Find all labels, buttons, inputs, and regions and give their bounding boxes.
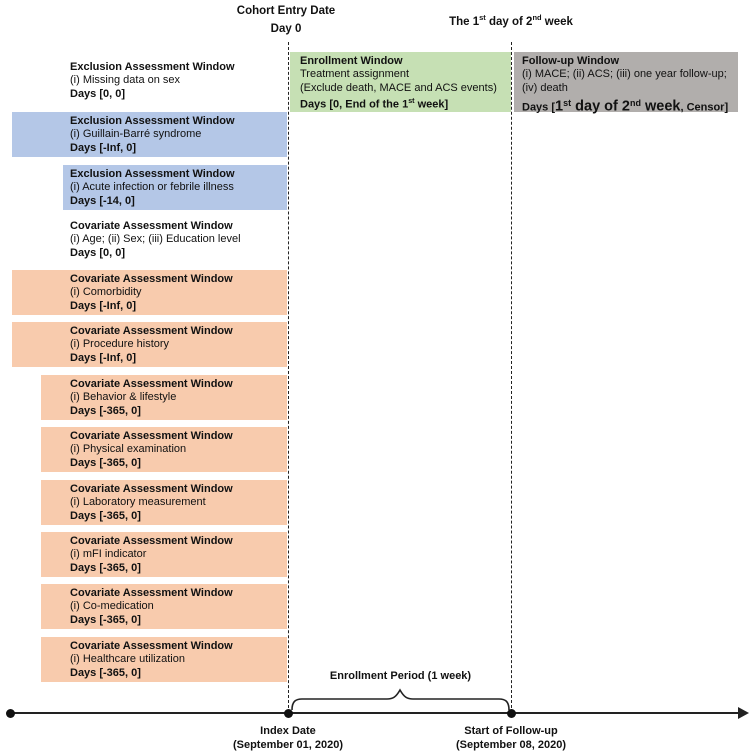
assessment-window-row: Covariate Assessment Window (i) Co-medic… bbox=[0, 584, 287, 629]
window-band bbox=[41, 480, 287, 525]
window-title: Covariate Assessment Window bbox=[70, 586, 233, 599]
window-item: (i) Physical examination bbox=[70, 443, 187, 456]
window-days: Days [-365, 0] bbox=[70, 405, 141, 418]
window-title: Exclusion Assessment Window bbox=[70, 114, 235, 127]
followup-window-line2: (i) MACE; (ii) ACS; (iii) one year follo… bbox=[522, 68, 727, 81]
enrollment-window-title: Enrollment Window bbox=[300, 54, 403, 67]
followup-window-line3: (iv) death bbox=[522, 81, 568, 94]
cohort-entry-date-label: Cohort Entry Date Day 0 bbox=[211, 2, 361, 38]
followup-window-days: Days [1st day of 2nd week, Censor] bbox=[522, 98, 729, 115]
window-item: (i) mFI indicator bbox=[70, 548, 147, 561]
cohort-entry-date-line1: Cohort Entry Date bbox=[236, 5, 336, 17]
index-date-dot bbox=[284, 708, 293, 718]
window-item: (i) Age; (ii) Sex; (iii) Education level bbox=[70, 233, 241, 246]
enrollment-period-label: Enrollment Period (1 week) bbox=[329, 670, 472, 682]
window-band bbox=[12, 112, 287, 157]
assessment-window-row: Covariate Assessment Window (i) Procedur… bbox=[0, 322, 287, 367]
window-band bbox=[63, 165, 287, 210]
enrollment-window-box: Enrollment Window Treatment assignment (… bbox=[290, 52, 511, 112]
window-days: Days [-365, 0] bbox=[70, 614, 141, 627]
window-band bbox=[41, 427, 287, 472]
assessment-window-row: Covariate Assessment Window (i) Comorbid… bbox=[0, 270, 287, 315]
window-days: Days [-14, 0] bbox=[70, 195, 135, 208]
window-band bbox=[41, 375, 287, 420]
assessment-window-row: Covariate Assessment Window (i) mFI indi… bbox=[0, 532, 287, 577]
window-title: Covariate Assessment Window bbox=[70, 639, 233, 652]
window-item: (i) Comorbidity bbox=[70, 286, 142, 299]
window-band bbox=[41, 637, 287, 682]
index-date-label: Index Date (September 01, 2020) bbox=[232, 725, 344, 751]
window-item: (i) Laboratory measurement bbox=[70, 496, 206, 509]
assessment-window-row: Covariate Assessment Window (i) Age; (ii… bbox=[0, 217, 287, 262]
window-band bbox=[41, 532, 287, 577]
enrollment-period-brace bbox=[291, 688, 510, 711]
assessment-window-row: Covariate Assessment Window (i) Behavior… bbox=[0, 375, 287, 420]
window-item: (i) Guillain-Barré syndrome bbox=[70, 128, 202, 141]
window-days: Days [0, 0] bbox=[70, 247, 126, 260]
followup-start-dashed-line bbox=[511, 42, 512, 713]
enrollment-window-days: Days [0, End of the 1st week] bbox=[300, 97, 449, 111]
window-title: Covariate Assessment Window bbox=[70, 534, 233, 547]
window-days: Days [0, 0] bbox=[70, 88, 126, 101]
window-days: Days [-365, 0] bbox=[70, 510, 141, 523]
window-days: Days [-Inf, 0] bbox=[70, 300, 137, 313]
window-days: Days [-365, 0] bbox=[70, 562, 141, 575]
assessment-window-row: Exclusion Assessment Window (i) Acute in… bbox=[0, 165, 287, 210]
window-title: Covariate Assessment Window bbox=[70, 219, 233, 232]
window-title: Covariate Assessment Window bbox=[70, 324, 233, 337]
enrollment-window-line3: (Exclude death, MACE and ACS events) bbox=[300, 81, 497, 94]
window-item: (i) Procedure history bbox=[70, 338, 170, 351]
window-days: Days [-365, 0] bbox=[70, 457, 141, 470]
start-followup-dot bbox=[507, 708, 516, 718]
followup-window-box: Follow-up Window (i) MACE; (ii) ACS; (ii… bbox=[514, 52, 738, 115]
followup-window-title: Follow-up Window bbox=[522, 54, 620, 67]
first-day-second-week-label: The 1st day of 2nd week bbox=[449, 13, 573, 28]
start-followup-label: Start of Follow-up (September 08, 2020) bbox=[455, 725, 567, 751]
window-item: (i) Missing data on sex bbox=[70, 74, 181, 87]
timeline-origin-dot bbox=[6, 708, 15, 718]
timeline-axis bbox=[8, 712, 741, 714]
window-item: (i) Behavior & lifestyle bbox=[70, 391, 177, 404]
assessment-window-row: Exclusion Assessment Window (i) Guillain… bbox=[0, 112, 287, 157]
assessment-window-row: Exclusion Assessment Window (i) Missing … bbox=[0, 58, 287, 103]
assessment-window-row: Covariate Assessment Window (i) Laborato… bbox=[0, 480, 287, 525]
assessment-window-row: Covariate Assessment Window (i) Healthca… bbox=[0, 637, 287, 682]
cohort-entry-date-line2: Day 0 bbox=[270, 23, 302, 35]
assessment-window-row: Covariate Assessment Window (i) Physical… bbox=[0, 427, 287, 472]
timeline-arrowhead-icon bbox=[738, 707, 749, 719]
window-title: Exclusion Assessment Window bbox=[70, 167, 235, 180]
window-title: Covariate Assessment Window bbox=[70, 272, 233, 285]
window-band bbox=[41, 584, 287, 629]
window-title: Covariate Assessment Window bbox=[70, 377, 233, 390]
window-days: Days [-Inf, 0] bbox=[70, 142, 137, 155]
window-days: Days [-Inf, 0] bbox=[70, 352, 137, 365]
window-band bbox=[12, 322, 287, 367]
window-title: Covariate Assessment Window bbox=[70, 429, 233, 442]
window-title: Exclusion Assessment Window bbox=[70, 60, 235, 73]
window-item: (i) Healthcare utilization bbox=[70, 653, 185, 666]
window-item: (i) Co-medication bbox=[70, 600, 154, 613]
window-band bbox=[12, 270, 287, 315]
window-title: Covariate Assessment Window bbox=[70, 482, 233, 495]
cohort-entry-dashed-line bbox=[288, 42, 289, 713]
window-item: (i) Acute infection or febrile illness bbox=[70, 181, 234, 194]
enrollment-window-line2: Treatment assignment bbox=[300, 68, 410, 81]
window-days: Days [-365, 0] bbox=[70, 667, 141, 680]
